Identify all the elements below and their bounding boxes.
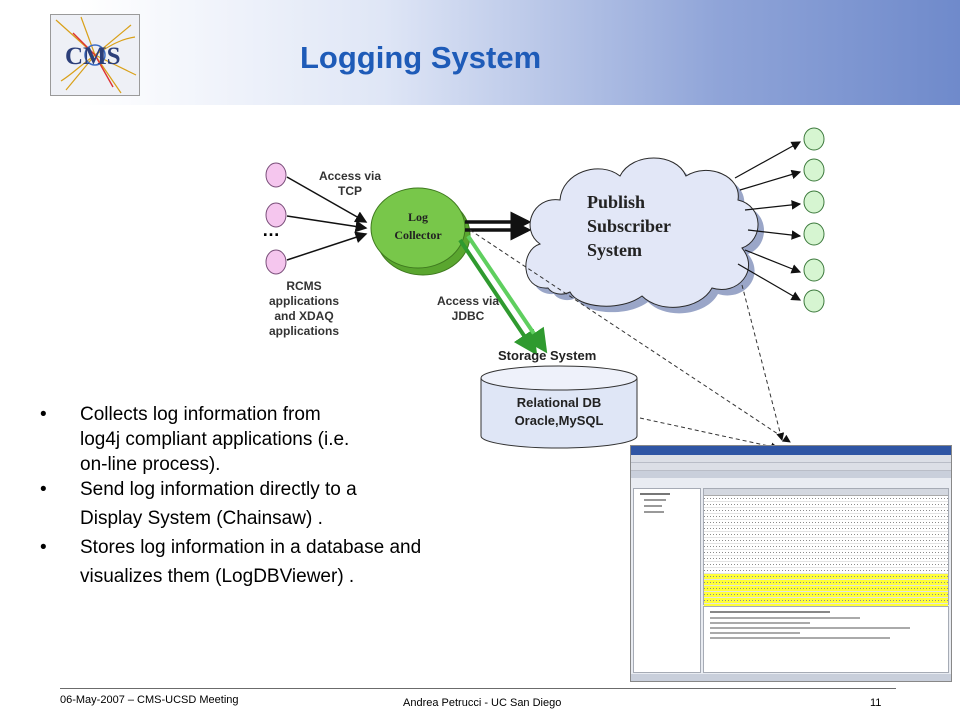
cloud-label: Publish Subscriber System (587, 190, 717, 262)
access-jdbc-line-2: JDBC (451, 309, 485, 323)
cms-logo: CMS (50, 14, 140, 96)
shot-menubar (631, 455, 951, 463)
bullet-dot: • (40, 537, 47, 558)
db-line-1: Relational DB (516, 395, 602, 410)
header-band (0, 0, 960, 105)
bullet-1-line-1: Collects log information from (80, 404, 321, 425)
page-number: 11 (870, 697, 882, 709)
rcms-line-2: applications (268, 294, 339, 308)
collector-line-2: Collector (394, 228, 442, 242)
subscriber-node-3 (803, 190, 825, 214)
storage-system-label: Storage System (498, 348, 597, 363)
shot-tabs (631, 471, 951, 478)
collector-line-1: Log (407, 210, 428, 224)
chainsaw-screenshot (630, 445, 952, 682)
shot-titlebar (631, 446, 951, 455)
subscriber-arrow-1 (734, 141, 802, 179)
access-tcp-line-1: Access via (318, 169, 382, 183)
bullet-2-line-2: Display System (Chainsaw) . (80, 508, 323, 529)
bullet-dot: • (40, 404, 47, 425)
bullet-3-line-2: visualizes them (LogDBViewer) . (80, 566, 355, 587)
dashed-cloud-line (741, 284, 785, 441)
bullet-item: • Collects log information from log4j co… (40, 402, 530, 477)
database-label: Relational DB Oracle,MySQL (481, 394, 637, 430)
tcp-arrow-1 (286, 176, 368, 223)
subscriber-arrow-2 (739, 169, 802, 191)
rcms-label: RCMS applications and XDAQ applications (244, 279, 364, 339)
log-collector-node (370, 187, 466, 269)
publish-subscriber-cloud (525, 157, 759, 308)
subscriber-arrow-4 (747, 229, 802, 240)
rcms-node-2 (265, 202, 287, 228)
rcms-node-1 (265, 162, 287, 188)
subscriber-node-4 (803, 222, 825, 246)
slide-title: Logging System (300, 40, 542, 75)
subscriber-node-6 (803, 289, 825, 313)
cloud-line-1: Publish (587, 192, 646, 212)
bullet-item: • Send log information directly to a Dis… (40, 477, 530, 531)
tcp-arrow-3 (286, 231, 368, 261)
shot-event-detail (703, 606, 949, 673)
bullet-3-line-1: Stores log information in a database and (80, 537, 422, 558)
rcms-node-3 (265, 249, 287, 275)
footer-date: 06-May-2007 – CMS-UCSD Meeting (60, 694, 239, 706)
log-collector-label: Log Collector (378, 208, 458, 244)
bullet-item: • Stores log information in a database a… (40, 535, 530, 589)
subscriber-node-1 (803, 127, 825, 151)
footer-author: Andrea Petrucci - UC San Diego (403, 697, 562, 709)
rcms-line-1: RCMS (286, 279, 322, 293)
dashed-collector-line (469, 229, 791, 443)
bullet-list: • Collects log information from log4j co… (40, 402, 530, 589)
database-top (480, 365, 638, 391)
logo-text: CMS (65, 43, 121, 70)
rcms-line-3: and XDAQ (274, 309, 334, 323)
database-body (480, 378, 638, 449)
bullet-1-line-3: on-line process). (80, 454, 221, 475)
subscriber-node-2 (803, 158, 825, 182)
bullet-2-line-1: Send log information directly to a (80, 479, 357, 500)
db-line-2: Oracle,MySQL (514, 413, 604, 428)
bullet-dot: • (40, 479, 47, 500)
access-tcp-line-2: TCP (338, 184, 362, 198)
shot-logger-tree (633, 488, 701, 673)
jdbc-arrow-2 (466, 234, 548, 354)
cloud-line-2: Subscriber (587, 216, 672, 236)
footer-rule (60, 688, 896, 689)
cloud-line-3: System (587, 240, 642, 260)
subscriber-arrow-5 (744, 249, 802, 274)
access-tcp-label: Access via TCP (300, 169, 400, 199)
dashed-db-line (639, 417, 779, 451)
subscriber-arrow-6 (737, 263, 802, 301)
shot-event-table (703, 488, 949, 622)
rcms-line-4: applications (268, 324, 339, 338)
shot-toolbar (631, 463, 951, 471)
subscriber-arrow-3 (744, 200, 802, 211)
subscriber-node-5 (803, 258, 825, 282)
shot-statusbar (631, 674, 951, 681)
jdbc-arrow-1 (458, 238, 538, 356)
access-jdbc-line-1: Access via (436, 294, 500, 308)
ellipsis: … (262, 220, 280, 240)
cms-logo-graphic: CMS (51, 15, 139, 95)
access-jdbc-label: Access via JDBC (418, 294, 518, 324)
tcp-arrow-2 (286, 215, 368, 233)
bullet-1-line-2: log4j compliant applications (i.e. (80, 429, 350, 450)
